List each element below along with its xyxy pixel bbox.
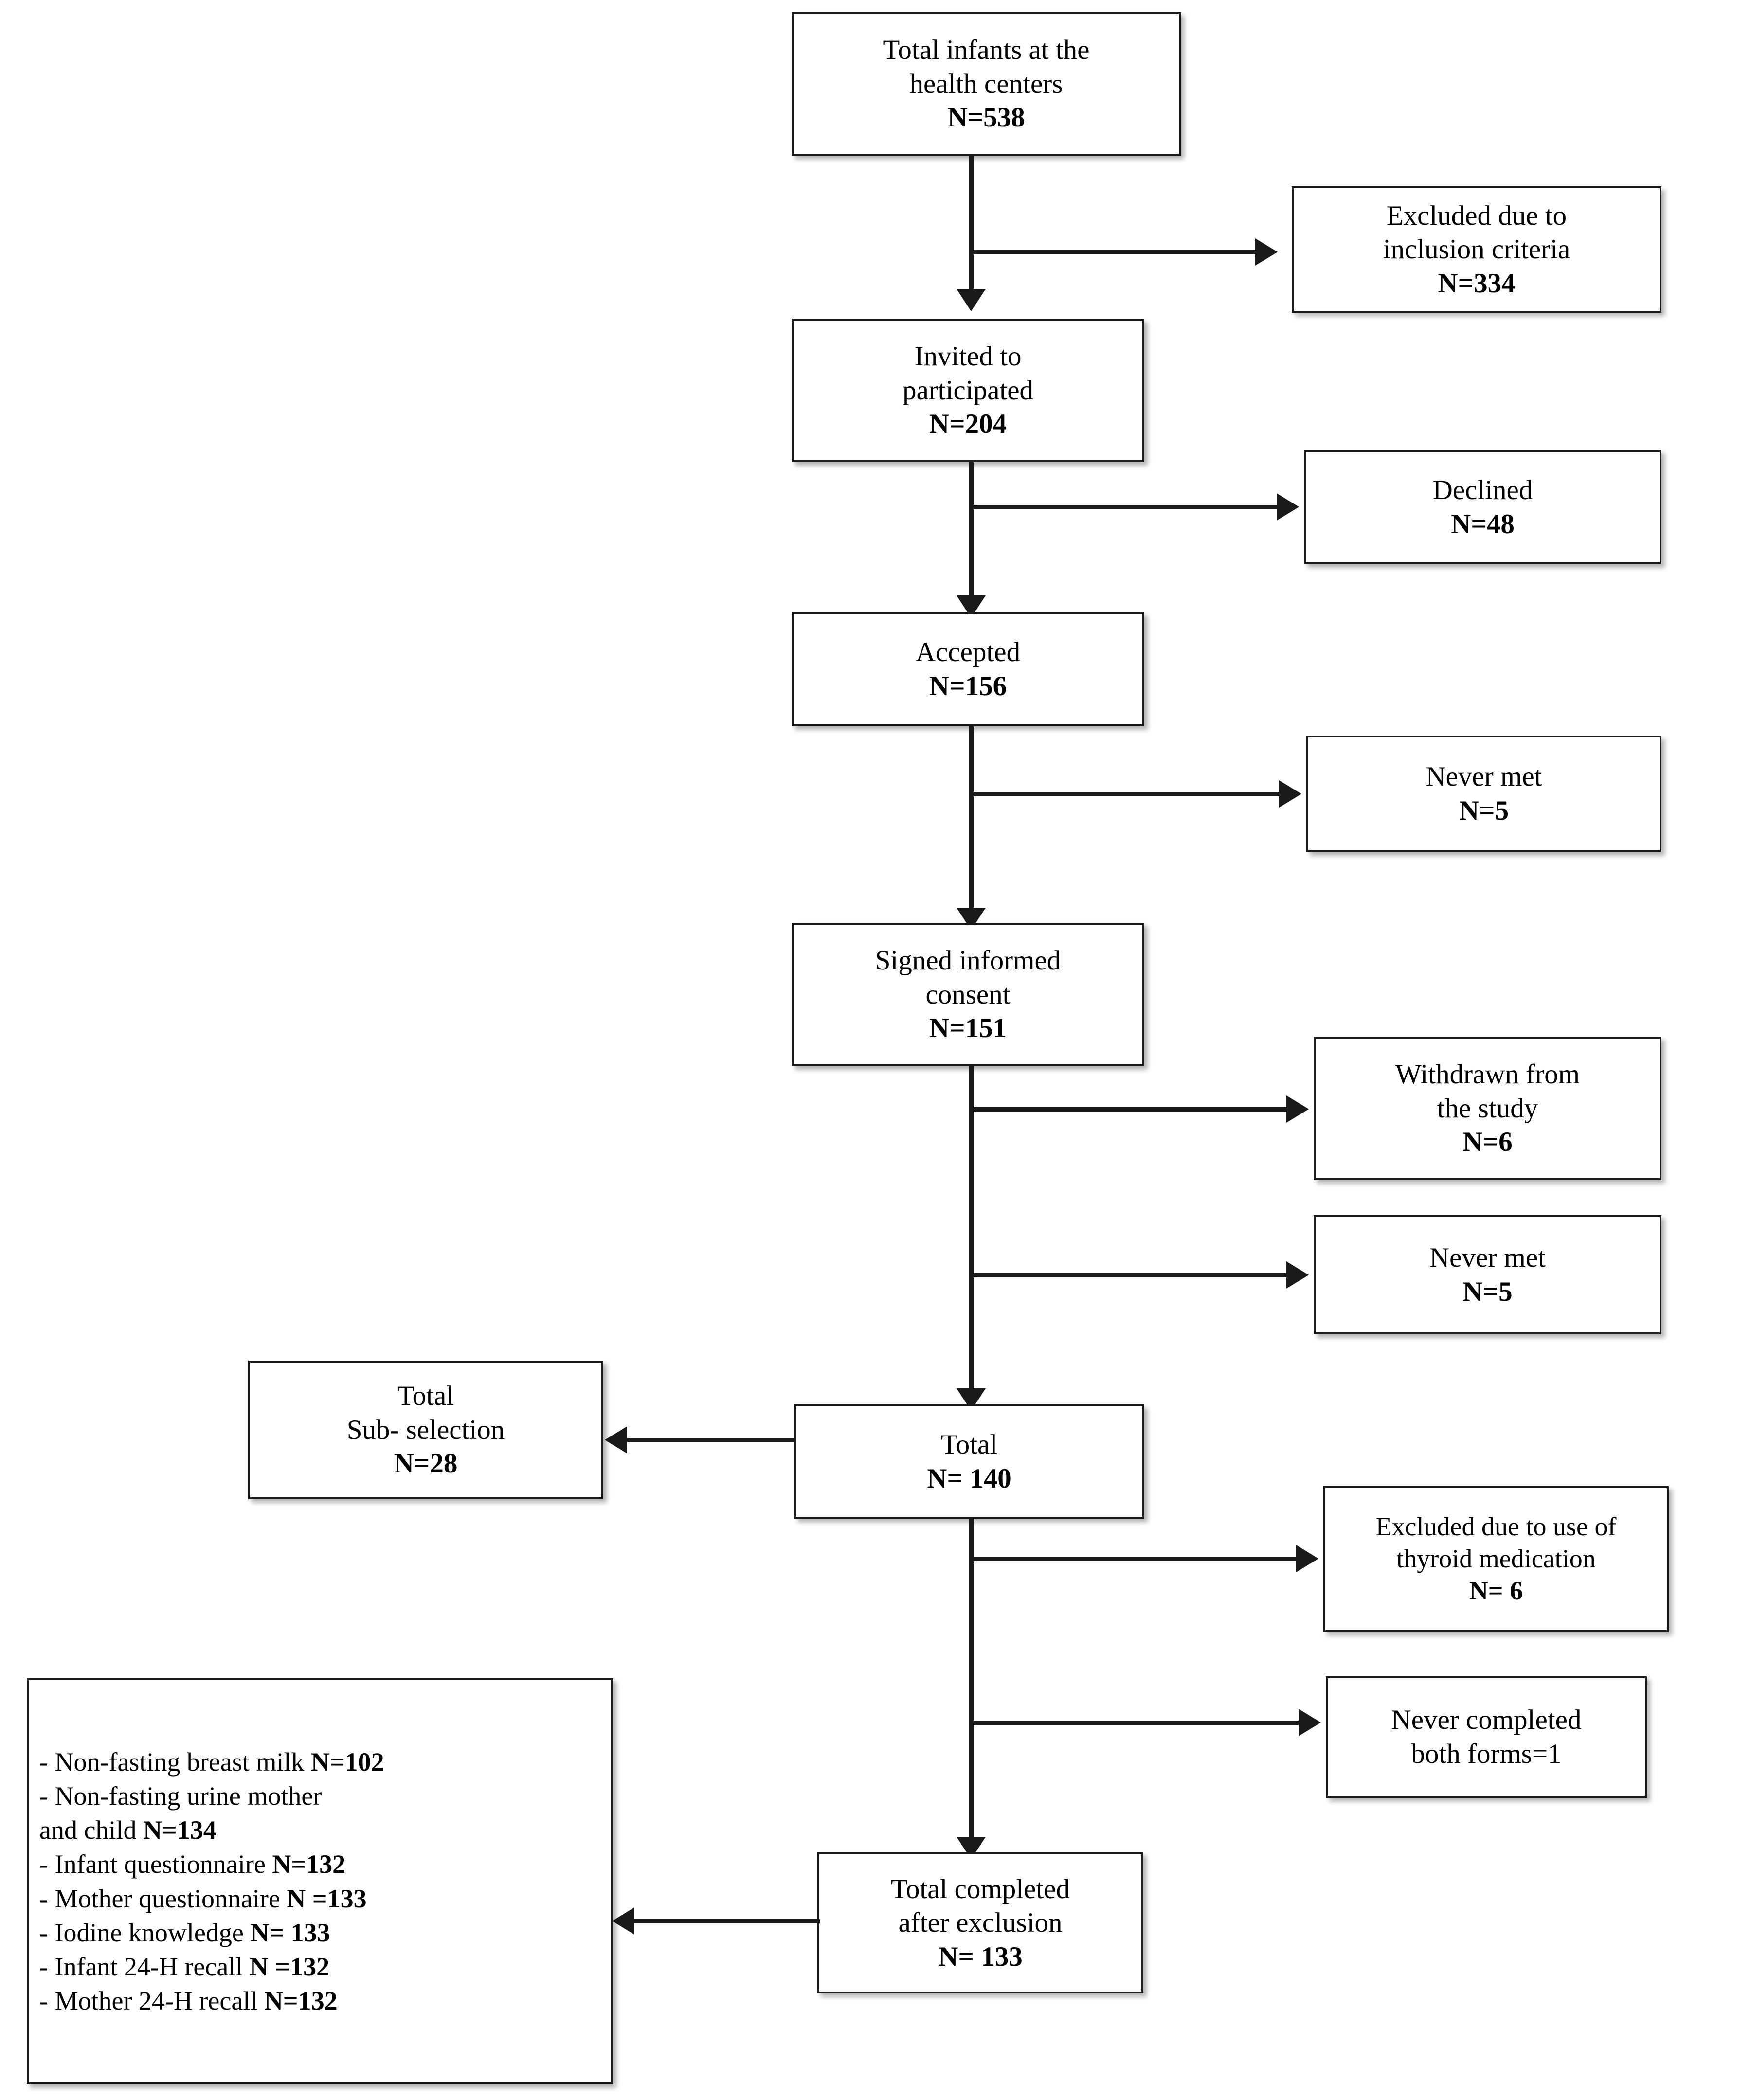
list-item: - Iodine knowledge N= 133 bbox=[39, 1916, 605, 1950]
connector-to-declined bbox=[971, 505, 1282, 509]
list-item-count: N=132 bbox=[272, 1849, 346, 1879]
node-excluded-inclusion-line2: inclusion criteria bbox=[1383, 234, 1570, 265]
node-declined-line1: Declined bbox=[1432, 474, 1533, 505]
node-sub-selection: Total Sub- selection N=28 bbox=[248, 1361, 603, 1499]
connector-to-never-met-1 bbox=[971, 792, 1285, 796]
connector-invited-to-accepted bbox=[969, 462, 974, 598]
node-excluded-inclusion-count: N=334 bbox=[1438, 268, 1516, 299]
node-declined-count: N=48 bbox=[1451, 508, 1515, 539]
list-item: - Non-fasting breast milk N=102 bbox=[39, 1745, 605, 1779]
node-excluded-thyroid-line1: Excluded due to use of bbox=[1375, 1512, 1617, 1542]
connector-total-to-invited bbox=[969, 156, 974, 292]
node-total-infants: Total infants at the health centers N=53… bbox=[792, 12, 1181, 156]
node-excluded-inclusion: Excluded due to inclusion criteria N=334 bbox=[1292, 186, 1661, 313]
list-item-count: N=132 bbox=[264, 1986, 338, 2016]
node-sub-selection-line2: Sub- selection bbox=[346, 1414, 505, 1445]
arrowhead-invited bbox=[957, 289, 986, 311]
connector-accepted-to-consent bbox=[969, 726, 974, 911]
node-signed-consent-count: N=151 bbox=[929, 1013, 1007, 1044]
node-excluded-thyroid: Excluded due to use of thyroid medicatio… bbox=[1323, 1486, 1669, 1632]
connector-to-excluded-thyroid bbox=[971, 1557, 1302, 1561]
list-item-label: - Non-fasting breast milk bbox=[39, 1747, 311, 1777]
arrowhead-excluded-inclusion bbox=[1255, 238, 1278, 266]
node-invited-line2: participated bbox=[902, 375, 1034, 406]
node-accepted-count: N=156 bbox=[929, 670, 1007, 701]
list-item-count: N =132 bbox=[249, 1952, 330, 1981]
node-signed-consent: Signed informed consent N=151 bbox=[792, 923, 1144, 1066]
arrowhead-never-completed bbox=[1299, 1709, 1321, 1736]
connector-to-withdrawn bbox=[971, 1107, 1292, 1112]
connector-total140-to-completed bbox=[969, 1519, 974, 1840]
node-invited: Invited to participated N=204 bbox=[792, 319, 1144, 462]
node-excluded-inclusion-line1: Excluded due to bbox=[1386, 200, 1567, 231]
node-total-completed: Total completed after exclusion N= 133 bbox=[817, 1852, 1143, 1993]
node-never-met-2-line1: Never met bbox=[1429, 1242, 1546, 1273]
node-never-met-2-count: N=5 bbox=[1462, 1276, 1513, 1307]
arrowhead-declined bbox=[1277, 493, 1299, 521]
node-withdrawn-line2: the study bbox=[1437, 1093, 1538, 1124]
node-withdrawn-line1: Withdrawn from bbox=[1395, 1059, 1580, 1090]
connector-to-excluded-inclusion bbox=[971, 250, 1261, 254]
list-item-label: - Infant 24-H recall bbox=[39, 1952, 250, 1981]
node-signed-consent-line1: Signed informed bbox=[875, 945, 1061, 976]
arrowhead-excluded-thyroid bbox=[1296, 1545, 1318, 1572]
node-accepted-line1: Accepted bbox=[915, 636, 1021, 667]
list-item-label: and child bbox=[39, 1815, 143, 1845]
node-sub-selection-count: N=28 bbox=[394, 1448, 458, 1479]
connector-consent-to-total140 bbox=[969, 1066, 974, 1392]
node-total-infants-line1: Total infants at the bbox=[883, 35, 1090, 66]
arrowhead-collected-data bbox=[612, 1907, 634, 1935]
list-item-count: N =133 bbox=[287, 1884, 367, 1913]
node-excluded-thyroid-count: N= 6 bbox=[1469, 1576, 1523, 1605]
node-total-completed-line2: after exclusion bbox=[898, 1907, 1063, 1938]
node-never-completed-line1: Never completed bbox=[1391, 1705, 1582, 1736]
node-invited-line1: Invited to bbox=[914, 341, 1022, 372]
list-item-label: - Mother questionnaire bbox=[39, 1884, 287, 1913]
list-item: - Non-fasting urine mother bbox=[39, 1779, 605, 1813]
arrowhead-never-met-1 bbox=[1279, 780, 1301, 808]
node-never-completed-line2: both forms=1 bbox=[1411, 1739, 1562, 1769]
node-withdrawn-count: N=6 bbox=[1462, 1127, 1513, 1158]
list-item-label: - Non-fasting urine mother bbox=[39, 1781, 322, 1811]
list-item: - Mother questionnaire N =133 bbox=[39, 1882, 605, 1916]
list-item-label: - Infant questionnaire bbox=[39, 1849, 272, 1879]
arrowhead-sub-selection bbox=[605, 1426, 627, 1454]
node-declined: Declined N=48 bbox=[1304, 450, 1661, 564]
node-never-met-1: Never met N=5 bbox=[1306, 736, 1661, 852]
list-item: - Mother 24-H recall N=132 bbox=[39, 1984, 605, 2018]
node-never-met-2: Never met N=5 bbox=[1314, 1215, 1661, 1334]
node-total-140-count: N= 140 bbox=[927, 1463, 1011, 1494]
node-never-completed: Never completed both forms=1 bbox=[1326, 1676, 1647, 1798]
arrowhead-never-met-2 bbox=[1286, 1261, 1309, 1289]
connector-to-sub-selection bbox=[625, 1438, 795, 1442]
node-invited-count: N=204 bbox=[929, 409, 1007, 440]
node-withdrawn: Withdrawn from the study N=6 bbox=[1314, 1037, 1661, 1180]
list-item-label: - Iodine knowledge bbox=[39, 1918, 251, 1947]
node-never-met-1-line1: Never met bbox=[1426, 761, 1542, 792]
node-total-140: Total N= 140 bbox=[794, 1404, 1144, 1519]
node-signed-consent-line2: consent bbox=[925, 979, 1011, 1010]
node-collected-data: - Non-fasting breast milk N=102 - Non-fa… bbox=[27, 1678, 613, 2084]
connector-to-never-completed bbox=[971, 1721, 1304, 1725]
list-item-label: - Mother 24-H recall bbox=[39, 1986, 264, 2016]
node-sub-selection-line1: Total bbox=[397, 1381, 454, 1412]
node-never-met-1-count: N=5 bbox=[1459, 795, 1509, 826]
node-total-infants-count: N=538 bbox=[947, 102, 1025, 133]
node-total-140-line1: Total bbox=[940, 1429, 998, 1460]
list-item-count: N=102 bbox=[310, 1747, 384, 1777]
node-total-completed-line1: Total completed bbox=[891, 1873, 1070, 1904]
list-item: - Infant questionnaire N=132 bbox=[39, 1847, 605, 1881]
connector-to-collected-data bbox=[632, 1919, 820, 1923]
connector-to-never-met-2 bbox=[971, 1273, 1292, 1277]
node-total-infants-line2: health centers bbox=[909, 68, 1063, 99]
list-item-count: N=134 bbox=[143, 1815, 217, 1845]
list-item: - Infant 24-H recall N =132 bbox=[39, 1950, 605, 1984]
list-item-count: N= 133 bbox=[250, 1918, 330, 1947]
arrowhead-withdrawn bbox=[1286, 1095, 1309, 1123]
list-item: and child N=134 bbox=[39, 1813, 605, 1847]
node-accepted: Accepted N=156 bbox=[792, 612, 1144, 726]
node-total-completed-count: N= 133 bbox=[938, 1941, 1023, 1972]
node-excluded-thyroid-line2: thyroid medication bbox=[1396, 1544, 1596, 1574]
